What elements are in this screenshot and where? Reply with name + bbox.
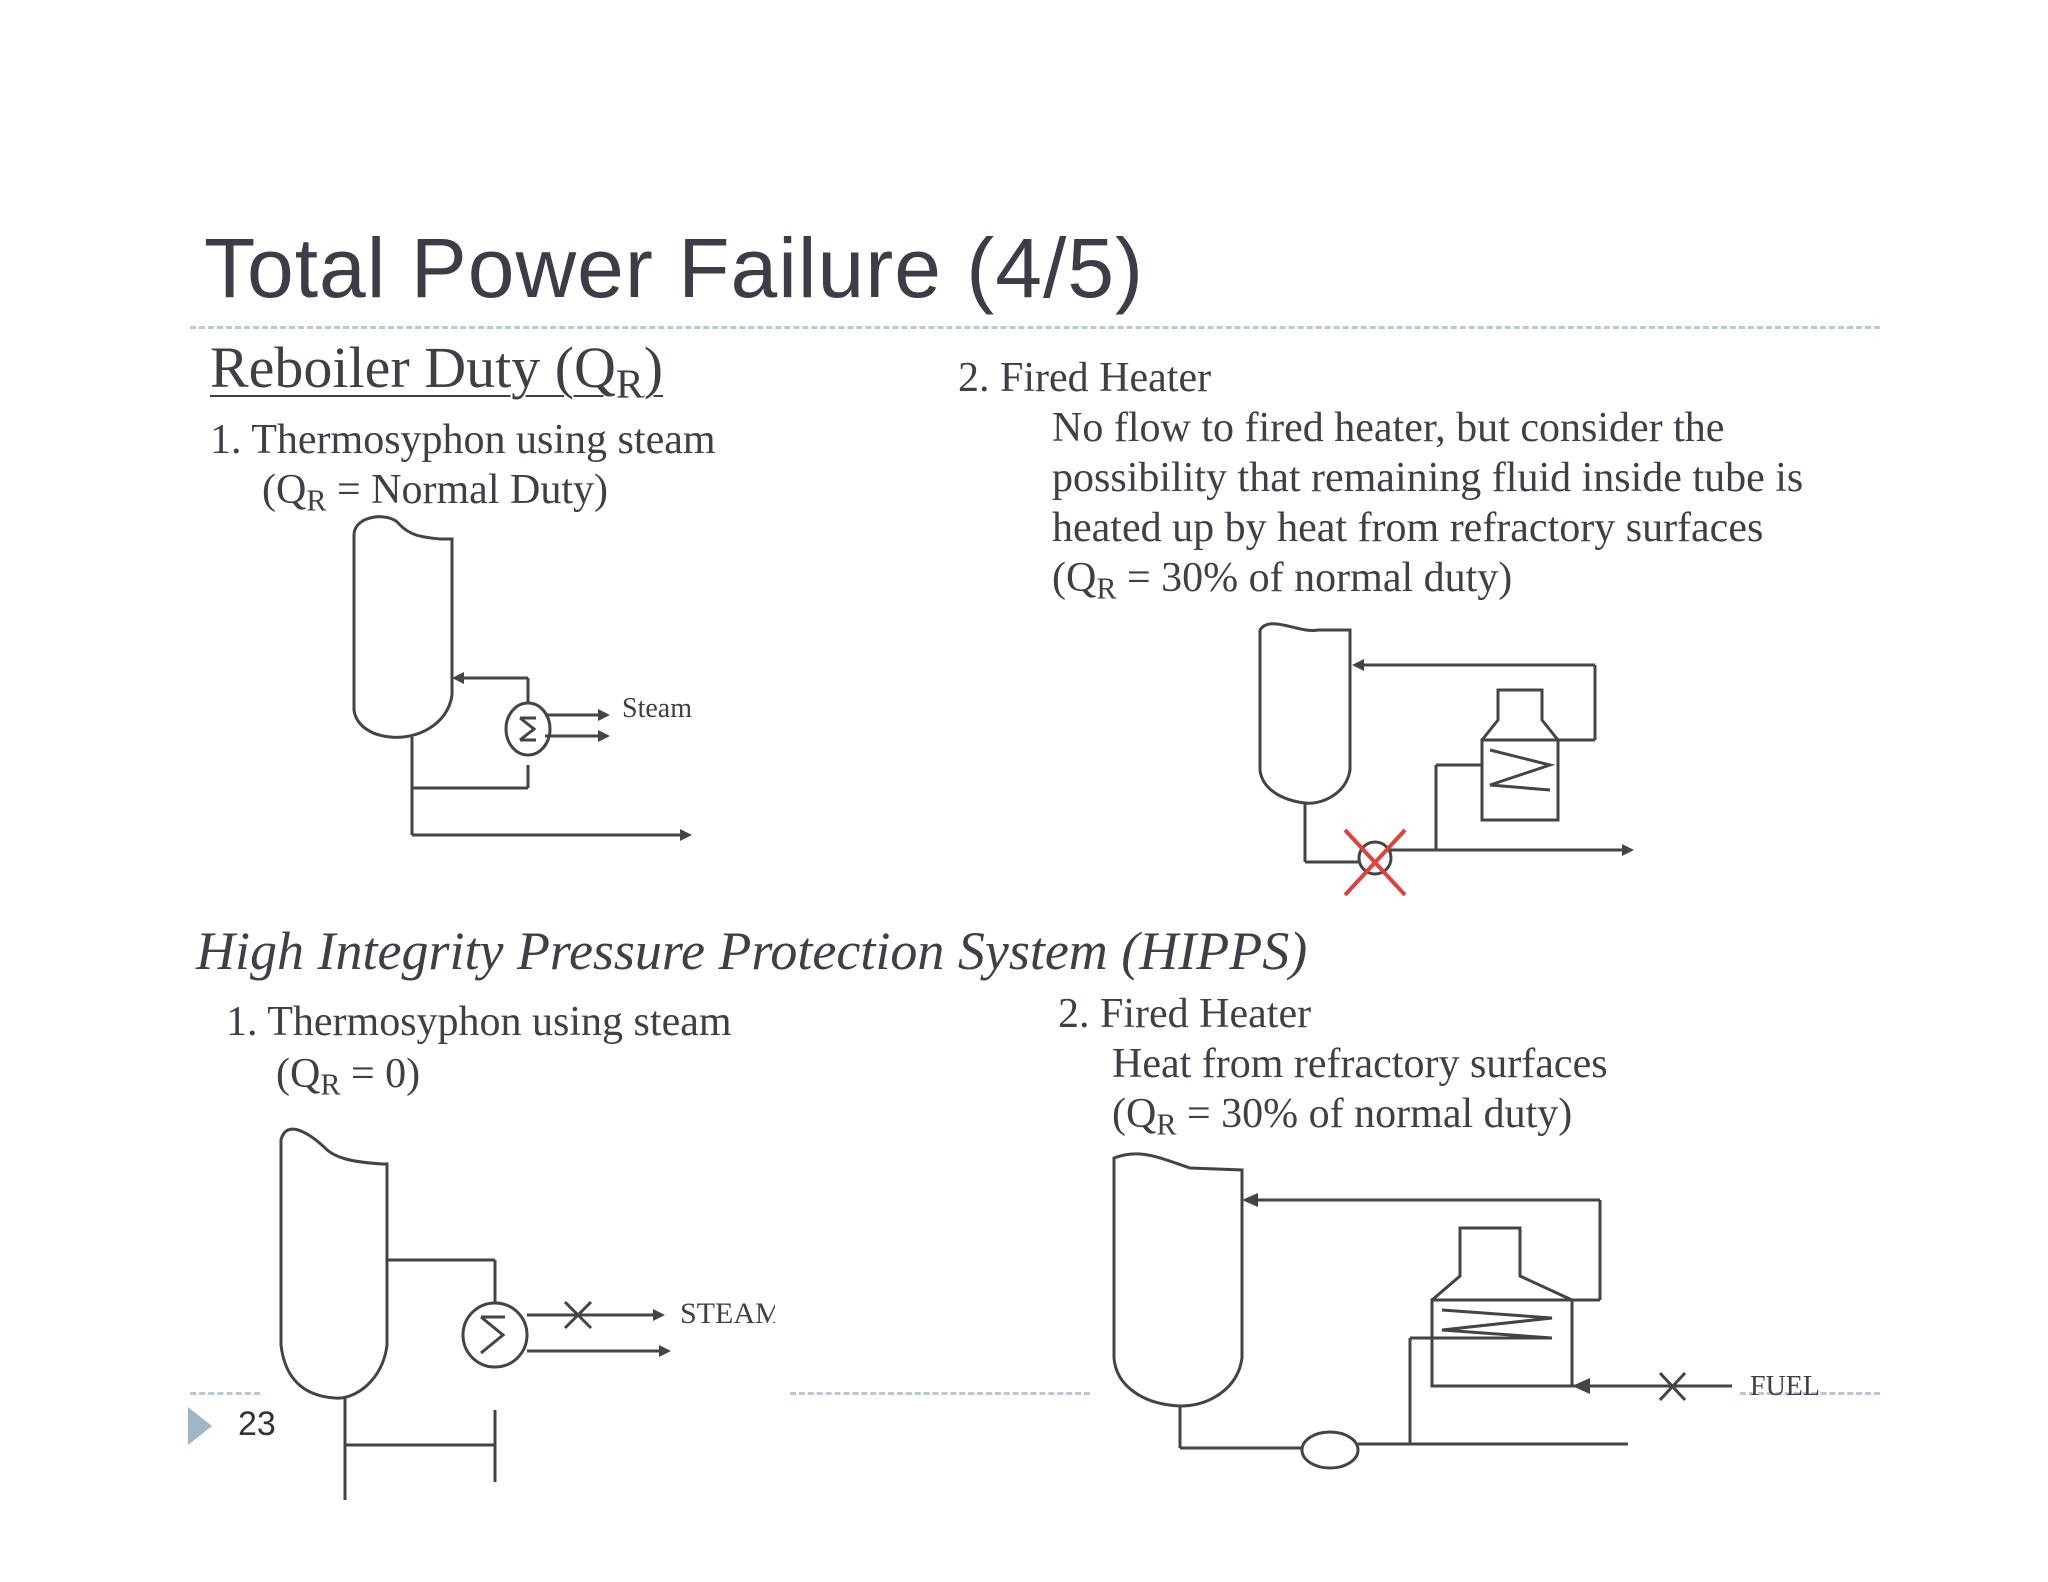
reboiler-item2-label: 2. Fired Heater [958, 355, 1212, 401]
reboiler-item1-duty: (QR = Normal Duty) [262, 467, 608, 518]
thermosyphon-steam-diagram: Steam [352, 515, 692, 841]
steam-label-hipps: STEAM [680, 1297, 775, 1330]
reboiler-item2-duty: (QR = 30% of normal duty) [1052, 555, 1513, 606]
fuel-label: FUEL [1750, 1371, 1820, 1402]
hipps-heading: High Integrity Pressure Protection Syste… [196, 921, 1308, 981]
footer-divider-middle [790, 1392, 1090, 1395]
page-number: 23 [238, 1405, 276, 1443]
steam-label: Steam [622, 693, 692, 724]
hipps-fired-heater-diagram: FUEL [1112, 1152, 1820, 1470]
hipps-item1-label: 1. Thermosyphon using steam [226, 999, 732, 1045]
reboiler-item2-line1: No flow to fired heater, but consider th… [1052, 405, 1725, 451]
hipps-thermosyphon-diagram: STEAM [279, 1127, 775, 1500]
footer-divider-right [1740, 1392, 1880, 1395]
fired-heater-diagram [1258, 622, 1634, 897]
reboiler-heading: Reboiler Duty (QR) [210, 335, 664, 408]
hipps-item2-line1: Heat from refractory surfaces [1112, 1041, 1608, 1087]
footer-divider-left [190, 1392, 260, 1395]
reboiler-item2-line2: possibility that remaining fluid inside … [1052, 455, 1804, 501]
hipps-item1-duty: (QR = 0) [276, 1051, 421, 1102]
hipps-item2-label: 2. Fired Heater [1058, 991, 1312, 1037]
slide-title: Total Power Failure (4/5) [204, 221, 1145, 315]
hipps-item2-duty: (QR = 30% of normal duty) [1112, 1091, 1573, 1142]
page-marker-triangle-icon [188, 1407, 212, 1445]
reboiler-item2-line3: heated up by heat from refractory surfac… [1052, 505, 1764, 551]
title-divider [190, 326, 1880, 329]
reboiler-item1-label: 1. Thermosyphon using steam [210, 417, 716, 463]
pump-failure-x-icon [1343, 828, 1407, 897]
